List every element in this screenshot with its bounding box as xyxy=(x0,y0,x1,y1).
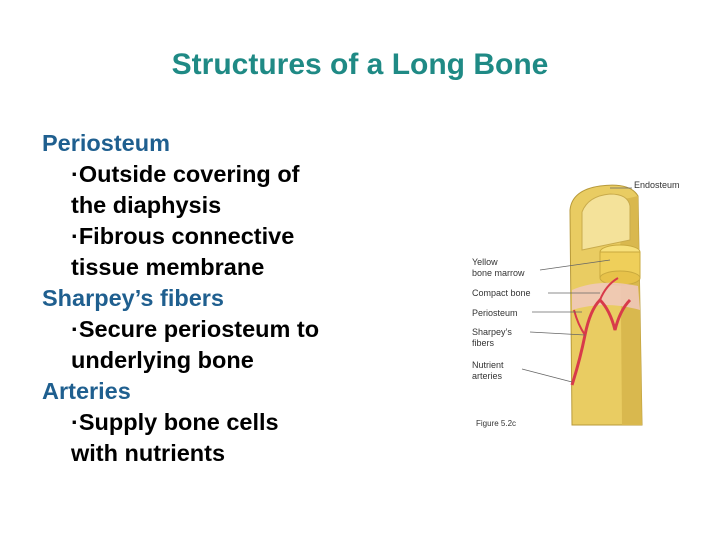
bullet-list: Periosteum ·Outside covering of the diap… xyxy=(42,128,402,469)
label-nutrient: Nutrient xyxy=(472,360,504,370)
bullet-outside-covering: ·Outside covering of the diaphysis xyxy=(42,159,402,221)
slide-title: Structures of a Long Bone xyxy=(171,48,549,81)
bullet-line: tissue membrane xyxy=(71,254,265,280)
bullet-line: with nutrients xyxy=(71,440,226,466)
bullet-line: the diaphysis xyxy=(71,192,222,218)
section-periosteum: Periosteum ·Outside covering of the diap… xyxy=(42,128,402,283)
bullet-line: ·Outside covering of xyxy=(71,161,300,187)
bullet-supply-nutrients: ·Supply bone cells with nutrients xyxy=(42,407,402,469)
leader-lines xyxy=(521,187,632,383)
label-endosteum: Endosteum xyxy=(634,180,680,190)
label-compact-bone: Compact bone xyxy=(472,288,531,298)
bullet-secure-periosteum: ·Secure periosteum to underlying bone xyxy=(42,314,402,376)
label-fibers: fibers xyxy=(472,338,495,348)
bullet-line: ·Supply bone cells xyxy=(71,409,279,435)
heading-sharpeys-fibers: Sharpey’s fibers xyxy=(42,285,224,311)
section-arteries: Arteries ·Supply bone cells with nutrien… xyxy=(42,376,402,469)
long-bone-figure: Endosteum Yellow bone marrow Compact bon… xyxy=(472,180,680,428)
artery-branch xyxy=(573,277,619,336)
label-arteries: arteries xyxy=(472,371,503,381)
bullet-line: ·Fibrous connective xyxy=(71,223,295,249)
endosteum-surface xyxy=(581,193,631,251)
heading-periosteum: Periosteum xyxy=(42,130,170,156)
bullet-line: ·Secure periosteum to xyxy=(71,316,320,342)
periosteum-layer xyxy=(572,282,640,310)
bullet-line: underlying bone xyxy=(71,347,254,373)
section-sharpeys-fibers: Sharpey’s fibers ·Secure periosteum to u… xyxy=(42,283,402,376)
bullet-fibrous-membrane: ·Fibrous connective tissue membrane xyxy=(42,221,402,283)
figure-caption: Figure 5.2c xyxy=(476,419,516,428)
label-sharpeys: Sharpey’s xyxy=(472,327,512,337)
label-bone-marrow: bone marrow xyxy=(472,268,525,278)
label-yellow: Yellow xyxy=(472,257,498,267)
heading-arteries: Arteries xyxy=(42,378,131,404)
label-periosteum: Periosteum xyxy=(472,308,518,318)
